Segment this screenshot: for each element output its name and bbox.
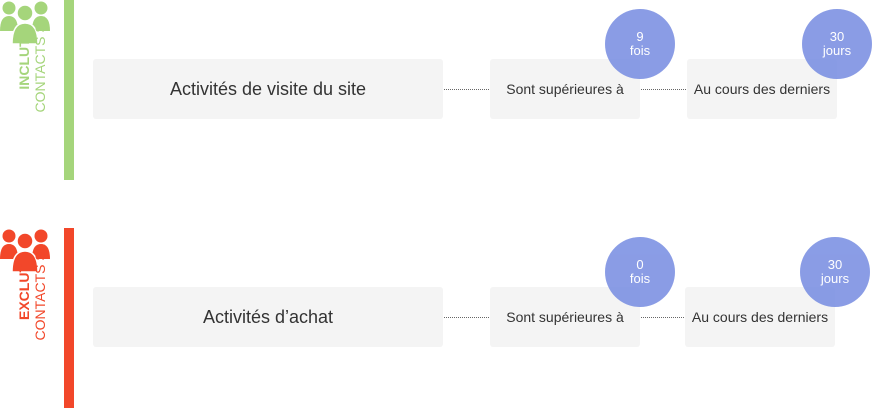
days-badge[interactable]: 30 jours	[800, 237, 870, 307]
count-value: 9	[636, 29, 644, 44]
days-badge[interactable]: 30 jours	[802, 9, 872, 79]
include-rule-group: INCLUT CONTACTS SI: Activités de visite …	[0, 0, 872, 180]
exclude-side-bar	[64, 228, 74, 408]
connector-line	[444, 89, 489, 90]
people-group-icon	[0, 228, 50, 272]
comparison-label: Sont supérieures à	[506, 81, 624, 97]
period-label: Au cours des derniers	[691, 309, 829, 325]
comparison-label: Sont supérieures à	[506, 309, 624, 325]
include-side-bar	[64, 0, 74, 180]
connector-line	[641, 317, 686, 318]
activity-label: Activités de visite du site	[169, 78, 367, 99]
people-group-icon	[0, 0, 50, 44]
exclude-label: EXCLUT CONTACTS SI:	[12, 192, 52, 392]
include-title: INCLUT	[16, 38, 32, 90]
days-unit: jours	[820, 271, 850, 286]
connector-line	[641, 89, 686, 90]
include-subtitle: CONTACTS SI:	[32, 15, 48, 113]
count-badge[interactable]: 0 fois	[605, 237, 675, 307]
count-value: 0	[636, 257, 644, 272]
period-label: Au cours des derniers	[693, 81, 831, 97]
include-label: INCLUT CONTACTS SI:	[12, 0, 52, 164]
activity-selector[interactable]: Activités de visite du site	[93, 59, 443, 119]
days-value: 30	[829, 29, 845, 44]
activity-label: Activités d’achat	[202, 306, 334, 327]
count-unit: fois	[629, 271, 651, 286]
count-unit: fois	[629, 43, 651, 58]
connector-line	[444, 317, 489, 318]
exclude-title: EXCLUT	[16, 264, 32, 320]
count-badge[interactable]: 9 fois	[605, 9, 675, 79]
period-selector[interactable]: Au cours des derniers	[687, 59, 837, 119]
days-value: 30	[827, 257, 843, 272]
exclude-subtitle: CONTACTS SI:	[32, 243, 48, 341]
activity-selector[interactable]: Activités d’achat	[93, 287, 443, 347]
exclude-rule-group: EXCLUT CONTACTS SI: Activités d’achat So…	[0, 228, 872, 408]
days-unit: jours	[822, 43, 852, 58]
